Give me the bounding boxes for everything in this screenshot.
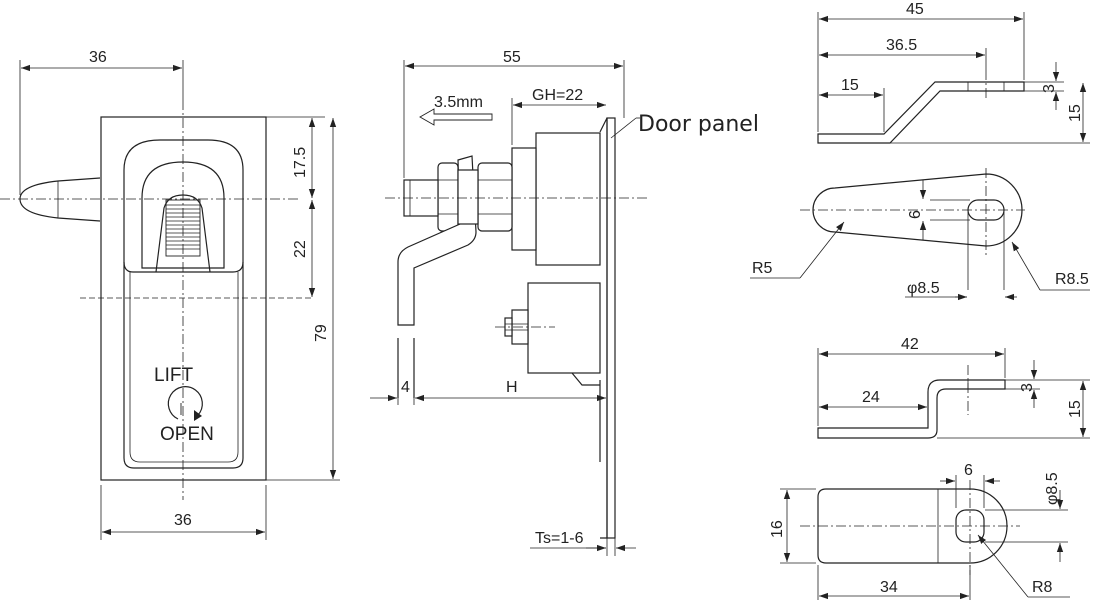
front-view: LIFT OPEN 36 36 17.5 22 79 — [0, 49, 340, 540]
cam-b-dim-overall: 42 — [901, 336, 919, 353]
dim-grip-height: GH=22 — [532, 87, 583, 104]
cam-a-top-view: 6 φ8.5 R5 R8.5 — [750, 168, 1090, 301]
cam-a-dim-overall: 45 — [906, 1, 924, 18]
cam-b-dim-height: 15 — [1067, 400, 1084, 418]
housing-lower — [527, 282, 601, 374]
dim-width-top: 36 — [89, 49, 107, 66]
cam-b-radius: R8 — [1032, 579, 1053, 596]
dim-lower: 22 — [292, 240, 309, 258]
open-label: OPEN — [160, 424, 214, 445]
cam-b-profile — [817, 379, 1006, 439]
dim-lift-stroke: 3.5mm — [434, 94, 483, 111]
handle-lever — [19, 177, 101, 222]
cam-a-dim-slot: 6 — [907, 210, 924, 219]
dim-height: 79 — [313, 324, 330, 342]
nut-outer — [477, 162, 513, 232]
door-panel-label: Door panel — [638, 112, 759, 137]
cam-b-dim-diameter: φ8.5 — [1044, 472, 1061, 505]
cam-b-dim-width: 16 — [769, 520, 786, 538]
cam-a-radius-large: R8.5 — [1055, 271, 1089, 288]
housing-upper — [535, 132, 601, 266]
cam-b-dim-flat: 24 — [862, 389, 880, 406]
lift-direction-arrow — [419, 108, 493, 126]
rotate-arrow-icon — [167, 386, 203, 420]
cam-b-side-view: 42 24 3 15 — [817, 336, 1090, 439]
dim-lever-thickness: 4 — [401, 379, 410, 396]
door-panel — [606, 117, 616, 539]
lift-label: LIFT — [154, 365, 193, 386]
cam-b-dim-length: 34 — [880, 579, 898, 596]
dim-width-bottom: 36 — [174, 512, 192, 529]
cam-a-dim-hole: 36.5 — [886, 37, 917, 54]
dim-h: H — [506, 379, 518, 396]
cam-a-radius-small: R5 — [752, 260, 773, 277]
bezel-outer — [100, 116, 267, 481]
cam-plate — [397, 155, 477, 326]
cam-a-dim-height: 15 — [1067, 104, 1084, 122]
cam-b-top-view: 16 34 6 φ8.5 R8 — [769, 462, 1070, 600]
side-view: 55 GH=22 3.5mm Door panel 4 H Ts=1-6 — [370, 49, 759, 556]
cam-a-dim-diameter: φ8.5 — [907, 280, 940, 297]
cam-a-dim-thickness: 3 — [1041, 84, 1058, 93]
cam-a-side-view: 45 36.5 15 3 15 — [817, 1, 1090, 144]
dim-upper: 17.5 — [292, 147, 309, 178]
dim-panel-thickness: Ts=1-6 — [535, 530, 584, 547]
nut-inner — [437, 162, 459, 232]
cam-a-dim-flat: 15 — [841, 77, 859, 94]
dim-total-depth: 55 — [503, 49, 521, 66]
cam-b-dim-thickness: 3 — [1019, 383, 1036, 392]
cam-b-dim-slot: 6 — [964, 462, 973, 479]
